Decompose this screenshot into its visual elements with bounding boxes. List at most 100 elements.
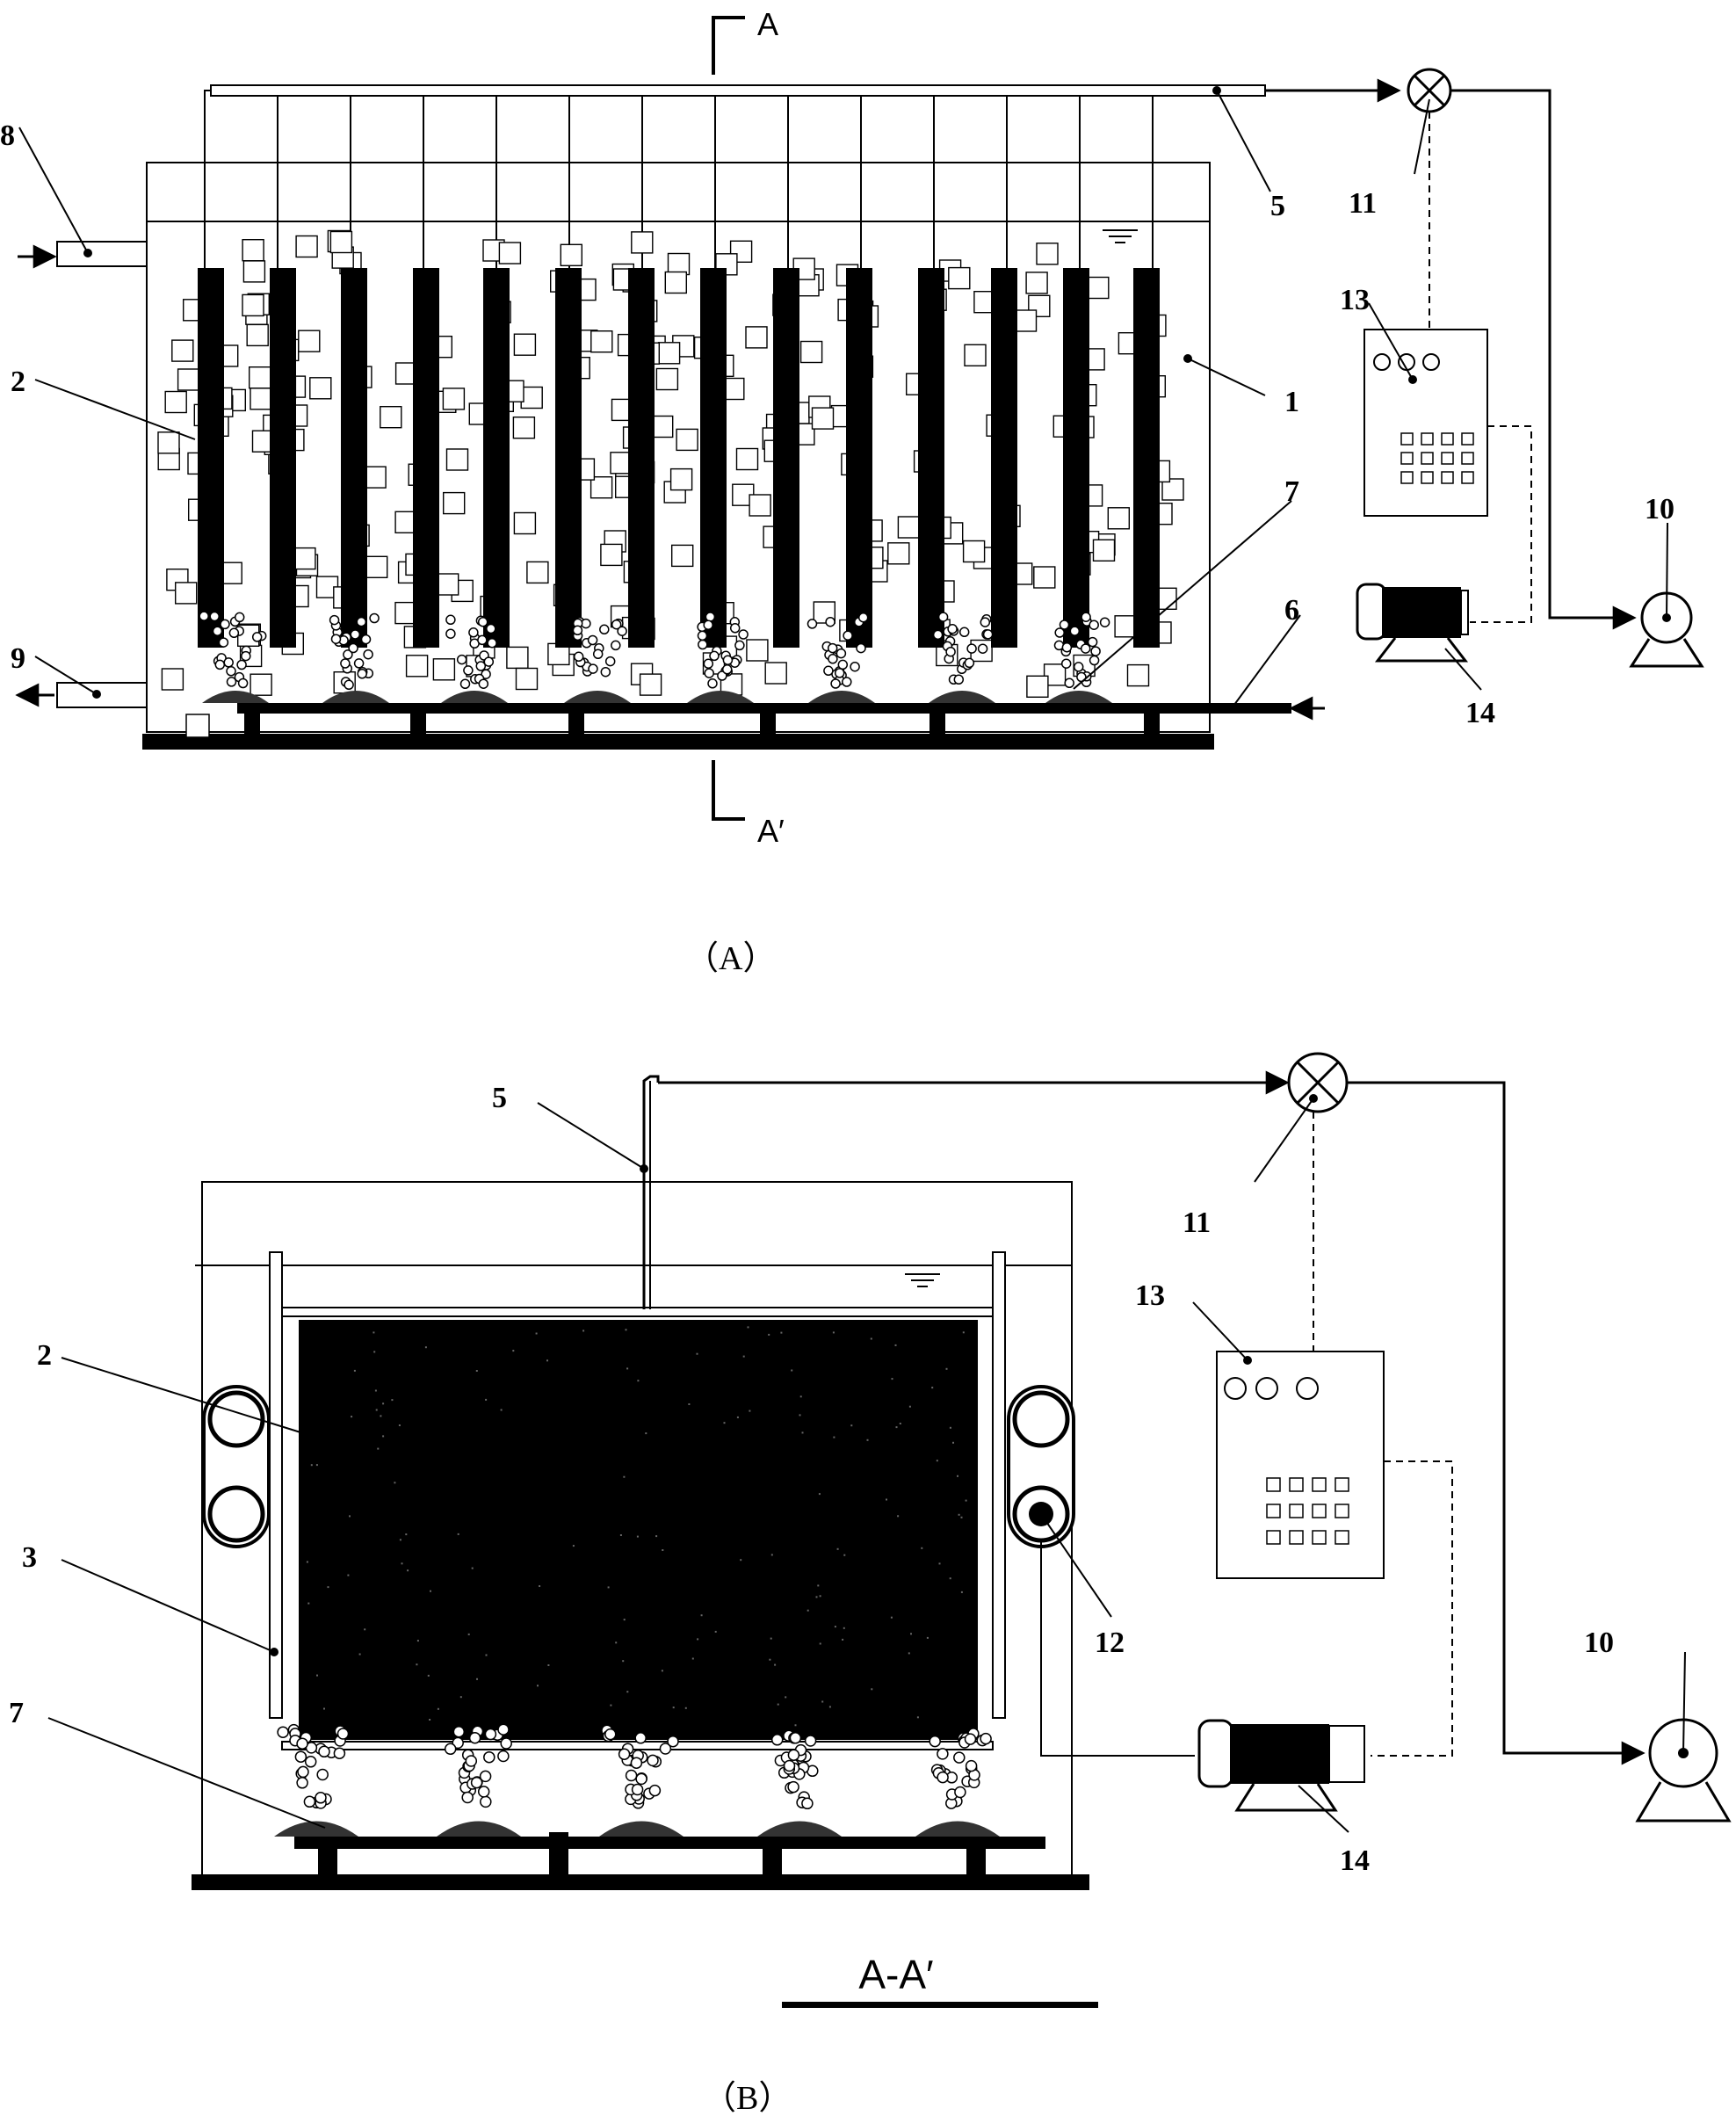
bubble <box>315 1792 327 1804</box>
label-8: 8 <box>0 120 15 152</box>
bubble <box>958 627 970 638</box>
speck <box>485 1398 488 1401</box>
aerator <box>274 1821 358 1837</box>
suction-header-pipe <box>210 84 1266 97</box>
control-key <box>1461 471 1474 484</box>
speck <box>957 1475 958 1477</box>
speck <box>794 1724 797 1727</box>
bubble <box>729 623 741 634</box>
bubble <box>1061 641 1073 653</box>
carrier <box>671 544 694 568</box>
bubble <box>982 629 994 640</box>
bubble <box>1064 678 1074 689</box>
speck <box>623 1475 626 1478</box>
membrane-sheet <box>299 1320 978 1740</box>
aerator <box>322 691 389 703</box>
speck <box>897 1515 900 1518</box>
inlet-pipe <box>56 241 148 267</box>
bubble <box>294 1750 307 1763</box>
section-mark-bottom <box>712 760 745 821</box>
speck <box>843 1627 845 1629</box>
carrier <box>664 271 687 294</box>
section-title-b: A-A′ <box>858 1952 933 1997</box>
speck <box>926 1636 929 1639</box>
membrane-module <box>1133 268 1160 648</box>
membrane-module <box>846 268 872 648</box>
label-14: 14 <box>1465 697 1495 729</box>
carrier <box>1161 478 1184 501</box>
bubble <box>843 630 853 641</box>
speck <box>437 1707 439 1710</box>
bubble <box>369 612 380 624</box>
carrier <box>639 673 662 696</box>
bubble <box>707 678 718 689</box>
label-3b: 3 <box>22 1541 37 1574</box>
bubble <box>667 1735 679 1748</box>
bubble <box>497 1750 510 1763</box>
carrier <box>799 340 823 364</box>
carrier <box>669 467 693 491</box>
carrier <box>295 235 318 258</box>
speck <box>619 1534 622 1536</box>
bubble <box>611 619 622 630</box>
speck <box>636 1535 639 1538</box>
suspended-carriers-a <box>157 229 1184 698</box>
speck <box>949 1426 951 1429</box>
bubble <box>837 659 849 670</box>
bubble <box>828 654 838 664</box>
bubble <box>350 629 361 640</box>
bubble <box>353 658 365 669</box>
aerator <box>915 1821 1000 1837</box>
bubble <box>330 634 342 644</box>
speck <box>471 1567 474 1569</box>
control-key <box>1421 471 1434 484</box>
control-key <box>1461 432 1474 446</box>
carrier <box>560 243 582 266</box>
suction-pipe-b <box>642 1075 660 1309</box>
bubble <box>212 626 223 637</box>
aerator <box>437 1821 521 1837</box>
label-5b: 5 <box>492 1082 507 1114</box>
bubble <box>789 1732 802 1744</box>
speck <box>749 1409 751 1412</box>
speck <box>742 1355 745 1358</box>
label-10: 10 <box>1645 493 1675 525</box>
carrier <box>600 543 623 567</box>
bubble <box>1090 646 1101 656</box>
carrier <box>1114 615 1137 638</box>
carrier <box>364 466 387 489</box>
aerator <box>808 691 875 703</box>
speck <box>382 1435 385 1438</box>
bubble <box>318 1745 330 1758</box>
speck <box>890 1616 893 1619</box>
speck <box>834 1626 836 1628</box>
bubble <box>357 669 367 679</box>
bubble <box>977 643 988 654</box>
speck <box>349 1515 351 1518</box>
speck <box>843 1554 846 1556</box>
bubble <box>445 628 456 639</box>
speck <box>655 1535 658 1538</box>
carrier <box>242 293 264 317</box>
bubble <box>592 649 604 660</box>
air-pipe-a <box>237 703 1291 714</box>
carrier <box>655 367 679 391</box>
motor-icon <box>1356 583 1469 663</box>
speck <box>539 1585 541 1587</box>
tank-a <box>146 162 1211 733</box>
speck <box>936 1460 938 1462</box>
bubble <box>484 1728 497 1741</box>
carrier <box>498 242 522 264</box>
bubble <box>964 1733 977 1745</box>
base-beam-a <box>142 734 1214 750</box>
control-key <box>1441 471 1454 484</box>
control-key <box>1421 452 1434 465</box>
carrier <box>177 368 200 391</box>
speck <box>424 1346 427 1349</box>
bubble <box>617 626 627 636</box>
speck <box>623 1619 626 1621</box>
bubble <box>825 616 835 627</box>
bubble <box>1099 617 1110 627</box>
speck <box>615 1641 618 1644</box>
bubble <box>647 1754 659 1767</box>
